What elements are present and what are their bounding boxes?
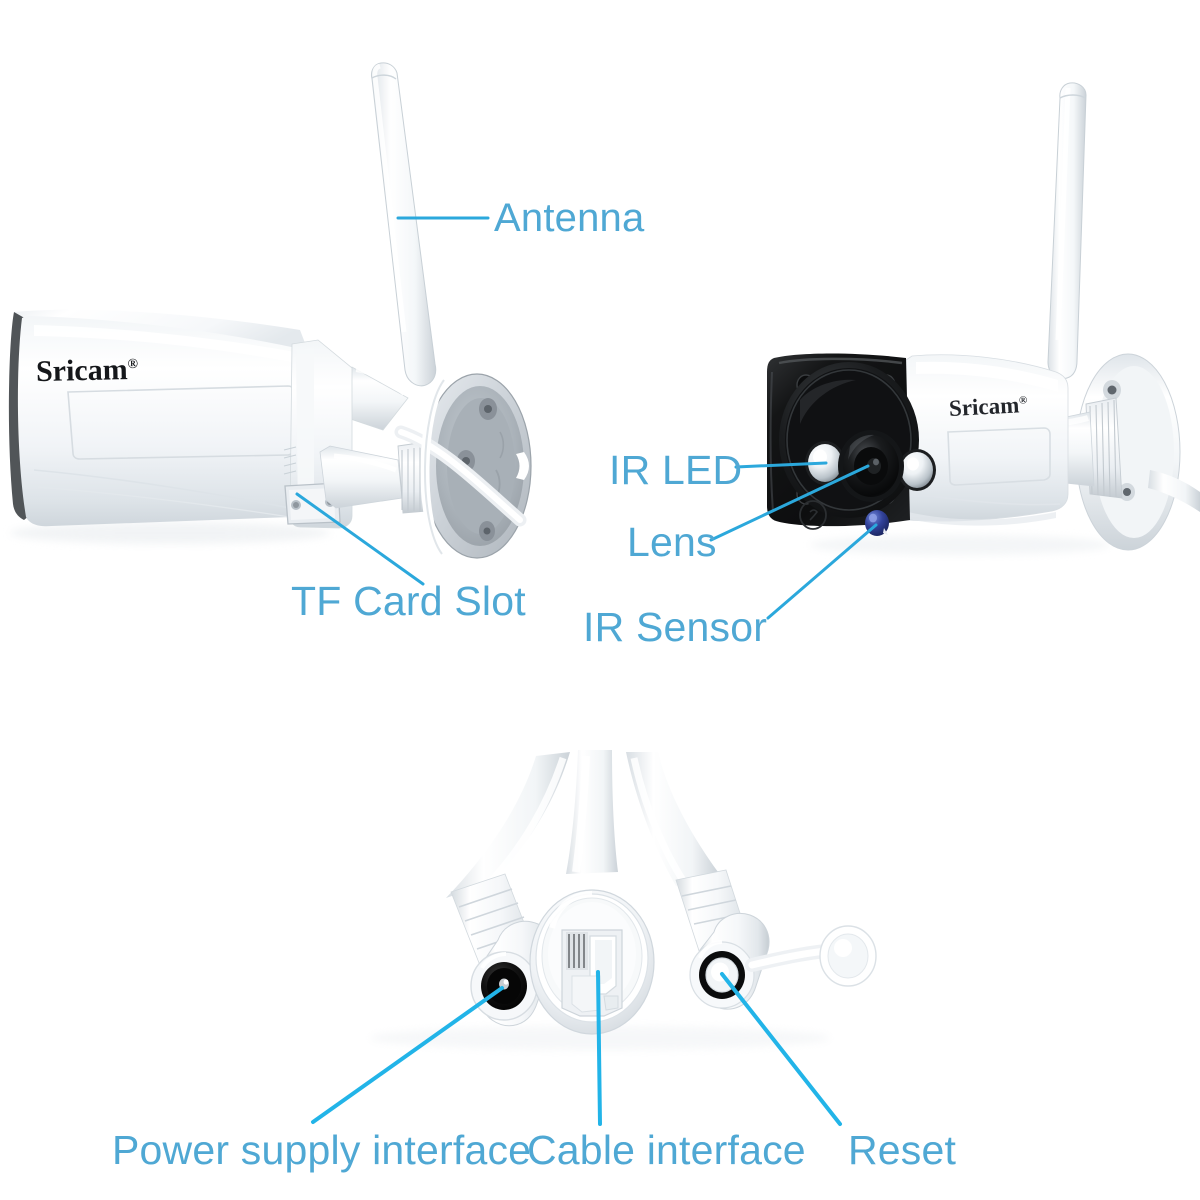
callout-label-antenna: Antenna <box>494 196 645 240</box>
callout-label-cable-interface: Cable interface <box>527 1127 806 1173</box>
camera-body-front <box>905 354 1069 526</box>
ethernet-cable <box>566 750 618 874</box>
figure-connectors <box>370 750 877 1050</box>
brand-logo-left-camera: Sricam® <box>36 353 139 389</box>
brand-logo-right-camera: Sricam® <box>948 392 1028 422</box>
reset-cable <box>626 752 718 886</box>
embossed-mark <box>799 500 827 530</box>
reset-button-port <box>675 869 877 1010</box>
rj45-ethernet-port <box>529 889 655 1035</box>
leader-power-supply <box>311 986 504 1124</box>
vent-lines <box>283 446 297 475</box>
antenna-rod-right <box>1047 82 1087 380</box>
wall-mount-bracket <box>394 373 532 559</box>
brand-registered-right: ® <box>1018 394 1028 407</box>
brand-registered-left: ® <box>127 356 139 373</box>
leader-ir-sensor <box>766 523 878 620</box>
rj45-contacts <box>566 932 588 970</box>
reset-cap-tether <box>745 925 877 987</box>
brand-logo-right-text: Sricam <box>948 392 1020 422</box>
callout-label-ir-sensor: IR Sensor <box>583 604 768 650</box>
callout-label-lens: Lens <box>627 519 717 565</box>
callout-leader-lines <box>295 216 878 1126</box>
camera-lens <box>838 430 904 502</box>
camera-body-side <box>8 309 353 544</box>
antenna-rod <box>371 62 437 387</box>
leader-reset <box>720 972 842 1126</box>
figure-side-view <box>8 62 532 559</box>
leader-cable-interface <box>596 970 602 1126</box>
leader-ir-led <box>734 461 828 469</box>
ir-led-lamp-right <box>898 449 936 491</box>
callout-label-power-supply-interface: Power supply interface <box>112 1127 532 1173</box>
brand-logo-left-text: Sricam <box>35 353 128 389</box>
leader-lens <box>709 464 870 542</box>
callout-label-ir-led: IR LED <box>609 447 743 493</box>
callout-label-tf-card-slot: TF Card Slot <box>291 578 526 624</box>
leader-tf-card-slot <box>295 492 425 586</box>
callout-label-reset: Reset <box>848 1127 957 1173</box>
power-cable <box>446 752 570 898</box>
